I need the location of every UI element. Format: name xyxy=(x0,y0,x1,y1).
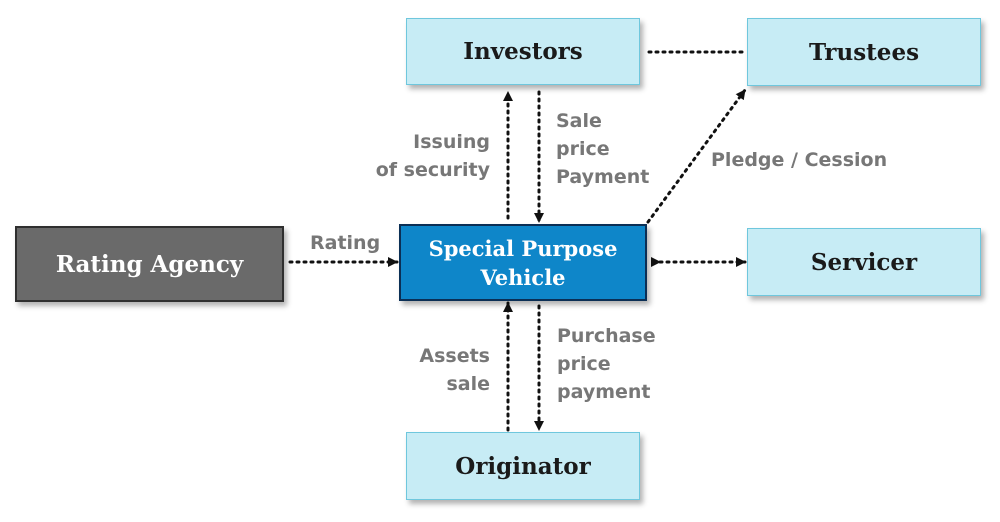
trustees-node-label: Trustees xyxy=(808,38,920,66)
pledge-cession-label: Pledge / Cession xyxy=(711,149,888,171)
purchase-price-payment-label: Purchase price payment xyxy=(557,325,656,403)
rating-agency-node: Rating Agency xyxy=(15,226,284,302)
servicer-node: Servicer xyxy=(747,228,981,296)
rating-agency-node-label: Rating Agency xyxy=(55,250,244,278)
issuing-security-label: Issuing of security xyxy=(375,131,490,181)
pledge-cession-arrow xyxy=(646,88,747,224)
spv-node-label: Special Purpose Vehicle xyxy=(428,235,618,290)
originator-node: Originator xyxy=(406,432,640,500)
trustees-node: Trustees xyxy=(747,18,981,86)
assets-sale-label: Assets sale xyxy=(419,345,490,395)
investors-node-label: Investors xyxy=(463,38,583,65)
servicer-node-label: Servicer xyxy=(810,248,918,276)
rating-label: Rating xyxy=(310,232,381,254)
investors-node: Investors xyxy=(406,18,640,85)
spv-node: Special Purpose Vehicle xyxy=(399,224,647,301)
sale-price-payment-label: Sale price Payment xyxy=(556,110,650,188)
originator-node-label: Originator xyxy=(455,452,591,480)
